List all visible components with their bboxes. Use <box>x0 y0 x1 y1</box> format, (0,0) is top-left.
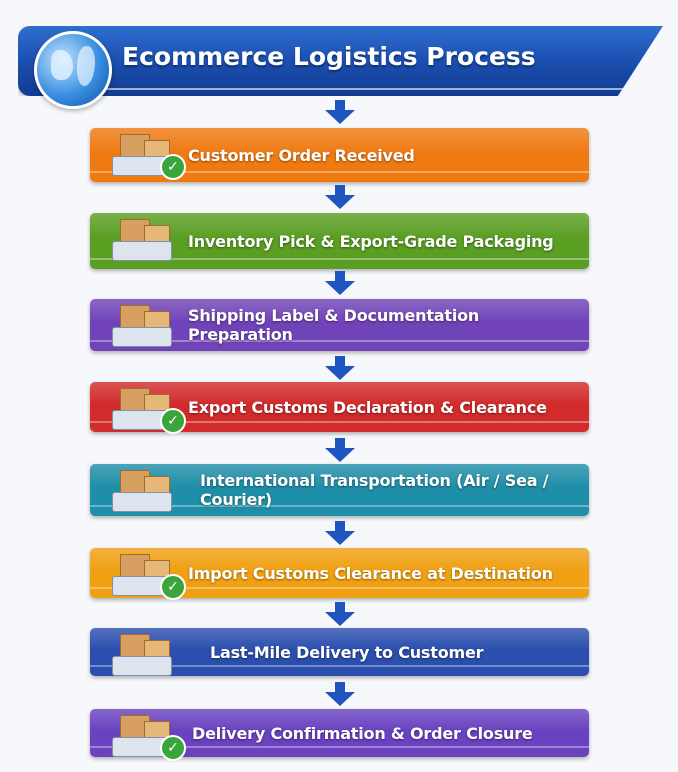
customs-officer-icon: ✓ <box>106 386 188 440</box>
process-step-1: ✓Customer Order Received <box>90 128 589 182</box>
step-label: Inventory Pick & Export-Grade Packaging <box>188 231 554 251</box>
title-banner <box>18 26 663 96</box>
documents-icon <box>106 303 188 359</box>
shopping-cart-check-icon: ✓ <box>106 132 188 190</box>
process-step-7: Last-Mile Delivery to Customer <box>90 628 589 676</box>
customs-building-icon: ✓ <box>106 552 188 606</box>
warehouse-worker-icon <box>106 217 188 277</box>
flow-arrow-icon <box>325 521 355 545</box>
process-step-8: ✓Delivery Confirmation & Order Closure <box>90 709 589 761</box>
flow-arrow-icon <box>325 100 355 124</box>
step-label: International Transportation (Air / Sea … <box>200 471 549 509</box>
step-label: Delivery Confirmation & Order Closure <box>192 723 533 743</box>
flow-arrow-icon <box>325 602 355 626</box>
airplane-ship-truck-icon <box>106 468 188 524</box>
process-step-2: Inventory Pick & Export-Grade Packaging <box>90 213 589 269</box>
process-step-5: International Transportation (Air / Sea … <box>90 464 589 516</box>
flow-arrow-icon <box>325 185 355 209</box>
step-label: Shipping Label & Documentation Preparati… <box>188 306 480 344</box>
page-title: Ecommerce Logistics Process <box>122 42 536 71</box>
globe-icon <box>34 31 112 109</box>
delivery-truck-icon <box>106 632 188 684</box>
flow-arrow-icon <box>325 271 355 295</box>
step-label: Export Customs Declaration & Clearance <box>188 397 547 417</box>
envelope-check-icon: ✓ <box>106 713 188 765</box>
process-step-4: ✓Export Customs Declaration & Clearance <box>90 382 589 434</box>
step-label: Customer Order Received <box>188 145 415 165</box>
flow-arrow-icon <box>325 438 355 462</box>
flow-arrow-icon <box>325 356 355 380</box>
process-step-3: Shipping Label & Documentation Preparati… <box>90 299 589 351</box>
step-label: Import Customs Clearance at Destination <box>188 563 553 583</box>
flow-arrow-icon <box>325 682 355 706</box>
process-step-6: ✓Import Customs Clearance at Destination <box>90 548 589 600</box>
step-label: Last-Mile Delivery to Customer <box>210 642 484 662</box>
